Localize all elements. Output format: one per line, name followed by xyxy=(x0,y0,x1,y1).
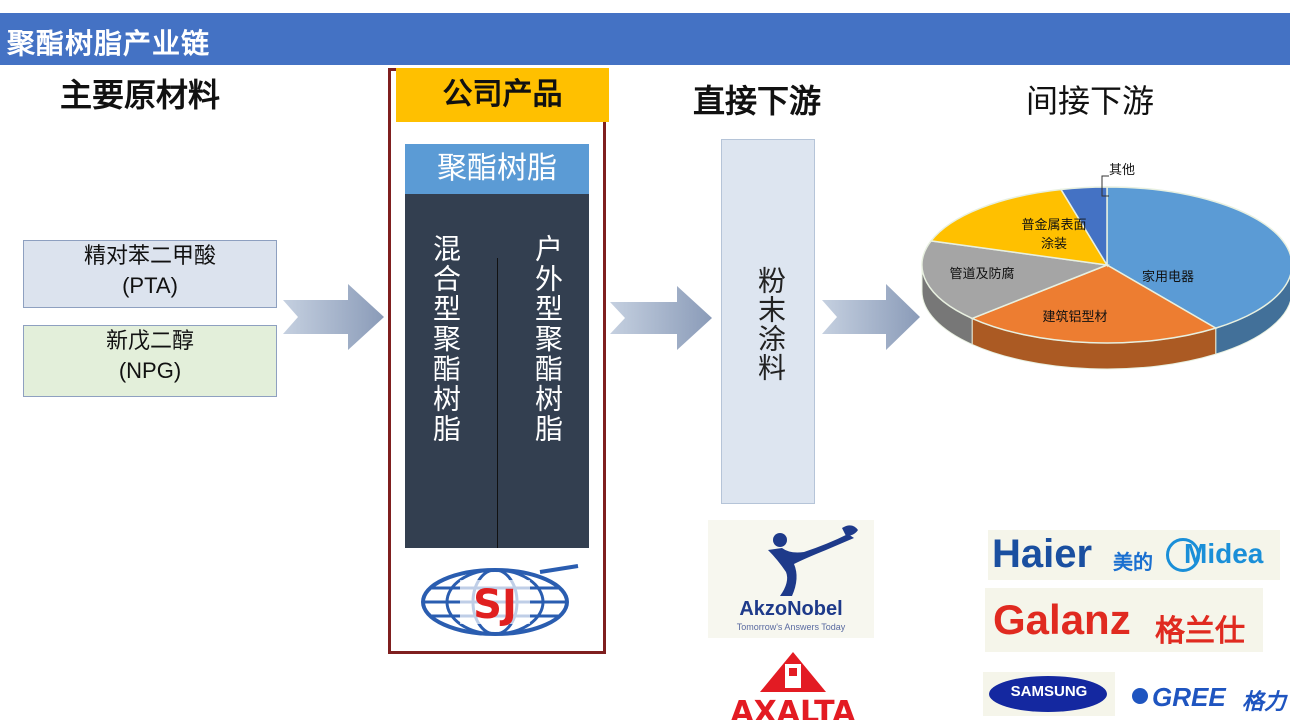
axalta-wordmark: AXALTA xyxy=(730,695,856,720)
gree-circle-icon xyxy=(1132,688,1148,704)
akzonobel-logo: AkzoNobel Tomorrow's Answers Today xyxy=(708,520,874,638)
gree-chinese-name: 格力 xyxy=(1242,690,1287,715)
page-title: 聚酯树脂产业链 xyxy=(7,27,211,60)
akzonobel-tagline: Tomorrow's Answers Today xyxy=(736,622,846,632)
powder-coating-label: 粉末涂料 xyxy=(754,266,787,382)
pie-slices xyxy=(921,186,1290,344)
pie-slice-2 xyxy=(921,240,1110,320)
pie-labels: 家用电器 建筑铝型材 管道及防腐 普金属表面 涂装 其他 xyxy=(949,163,1194,325)
arrow-direct-to-indirect xyxy=(822,284,920,350)
sj-logo-text: SJ xyxy=(473,582,517,628)
pie-slice-3 xyxy=(929,188,1109,266)
samsung-ellipse-icon xyxy=(989,676,1107,712)
samsung-logo: SAMSUNG xyxy=(983,672,1115,716)
akzonobel-figure-icon xyxy=(768,525,858,596)
indirect-downstream-pie: 家用电器 建筑铝型材 管道及防腐 普金属表面 涂装 其他 xyxy=(921,163,1290,370)
raw-material-abbr: (PTA) xyxy=(122,273,178,298)
pie-label-aluminum: 建筑铝型材 xyxy=(1042,309,1107,325)
raw-material-name: 新戊二醇 xyxy=(105,328,194,353)
product-outdoor-resin: 户外型聚酯树脂 xyxy=(531,234,564,444)
samsung-wordmark: SAMSUNG xyxy=(1010,683,1088,700)
midea-chinese-name: 美的 xyxy=(1113,550,1153,574)
arrow-raw-to-company xyxy=(283,284,384,350)
powder-coating-box xyxy=(721,139,815,504)
pie-slice-4 xyxy=(1059,186,1108,268)
pie-label-appliance: 家用电器 xyxy=(1142,269,1194,285)
axalta-logo: AXALTA xyxy=(730,652,856,720)
column-indirect-downstream: 间接下游 xyxy=(1026,82,1155,120)
haier-wordmark: Haier xyxy=(992,532,1093,576)
product-mixed-resin: 混合型聚酯树脂 xyxy=(429,234,462,444)
pie-label-metal-line2: 涂装 xyxy=(1041,236,1067,252)
column-direct-downstream: 直接下游 xyxy=(693,82,822,120)
galanz-logo: Galanz 格兰仕 xyxy=(985,588,1263,652)
gree-wordmark: GREE xyxy=(1152,682,1226,712)
raw-material-pta: 精对苯二甲酸 (PTA) xyxy=(23,240,277,308)
gree-logo: GREE 格力 xyxy=(1128,682,1288,720)
product-divider xyxy=(497,258,498,548)
galanz-wordmark: Galanz xyxy=(993,596,1131,643)
company-product-label: 公司产品 xyxy=(396,68,609,122)
pie-label-other: 其他 xyxy=(1109,163,1135,178)
column-raw-materials: 主要原材料 xyxy=(60,76,221,114)
haier-midea-logo: Haier 美的 Midea xyxy=(988,530,1280,580)
raw-material-name: 精对苯二甲酸 xyxy=(83,243,216,268)
arrow-company-to-direct xyxy=(610,286,712,350)
pie-label-pipe: 管道及防腐 xyxy=(949,266,1014,282)
akzonobel-wordmark: AkzoNobel xyxy=(739,598,843,620)
galanz-chinese-name: 格兰仕 xyxy=(1155,614,1245,649)
pie-slice-0 xyxy=(1106,186,1290,329)
sj-company-logo: SJ xyxy=(421,564,579,636)
raw-material-npg: 新戊二醇 (NPG) xyxy=(23,325,277,397)
midea-circle-icon xyxy=(1166,538,1200,572)
product-title: 聚酯树脂 xyxy=(405,144,589,194)
title-banner: 聚酯树脂产业链 xyxy=(0,13,1290,65)
pie-label-metal-line1: 普金属表面 xyxy=(1021,217,1086,233)
midea-wordmark: Midea xyxy=(1184,538,1264,569)
pie-leader-line xyxy=(1101,175,1109,197)
raw-material-abbr: (NPG) xyxy=(118,358,182,383)
pie-slice-1 xyxy=(970,264,1218,344)
